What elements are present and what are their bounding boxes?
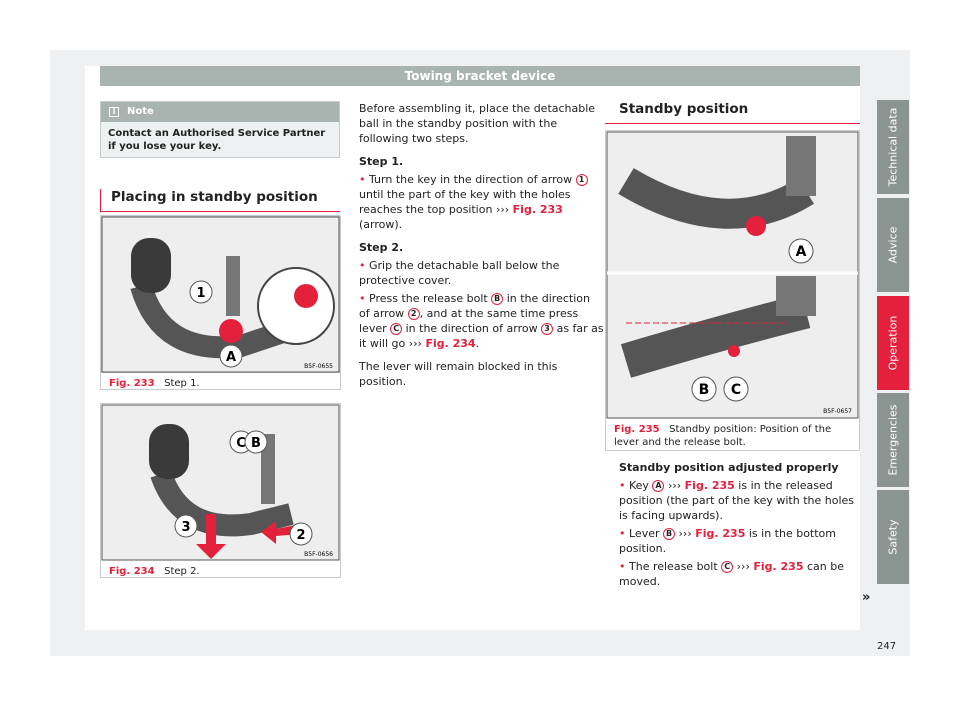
fig235-link[interactable]: Fig. 235 xyxy=(753,560,804,573)
fig233-link[interactable]: Fig. 233 xyxy=(512,203,563,216)
closing-text: The lever will remain blocked in this po… xyxy=(359,360,558,388)
continue-marker: » xyxy=(862,590,871,605)
figure-233: 1 A B5F-0655 Fig. 233 Step 1. xyxy=(100,215,341,390)
intro-text: Before assembling it, place the detachab… xyxy=(359,102,596,145)
figure-label: 1 xyxy=(196,286,205,301)
fig234-link[interactable]: Fig. 234 xyxy=(425,337,476,350)
figure-label: C xyxy=(236,436,246,451)
figure-code: B5F-0657 xyxy=(823,408,852,415)
tab-operation[interactable]: Operation xyxy=(877,296,909,390)
info-icon: i xyxy=(109,107,119,117)
figure-caption: Fig. 233 Step 1. xyxy=(109,378,200,389)
tab-technical-data[interactable]: Technical data xyxy=(877,100,909,194)
note-title: Note xyxy=(127,106,154,117)
instructions-text: Before assembling it, place the detachab… xyxy=(359,102,604,388)
figure-235-image: A B C B5F-0657 xyxy=(606,131,859,419)
section-title-standby: Standby position xyxy=(605,101,860,124)
note-text: Contact an Authorised Service Partner if… xyxy=(108,128,326,152)
figure-235: A B C B5F-0657 Fig. 235 Standby position… xyxy=(605,130,860,451)
step2-heading: Step 2. xyxy=(359,241,404,254)
page-header: Towing bracket device xyxy=(100,66,860,86)
fig235-link[interactable]: Fig. 235 xyxy=(684,479,735,492)
page-number: 247 xyxy=(877,641,897,652)
section-title-placing: Placing in standby position xyxy=(100,189,340,212)
figure-label: 2 xyxy=(296,528,305,543)
figure-label: B xyxy=(699,382,710,398)
note-header: i Note xyxy=(101,102,339,122)
figure-code: B5F-0655 xyxy=(304,363,333,370)
tab-emergencies[interactable]: Emergencies xyxy=(877,393,909,487)
fig235-link[interactable]: Fig. 235 xyxy=(695,527,746,540)
figure-label: A xyxy=(226,350,236,365)
note-box: i Note Contact an Authorised Service Part… xyxy=(100,101,340,158)
figure-label: A xyxy=(796,244,807,260)
figure-234: C B 3 2 B5F-0656 Fig. 234 Step 2. xyxy=(100,403,341,578)
figure-code: B5F-0656 xyxy=(304,551,333,558)
tab-safety[interactable]: Safety xyxy=(877,490,909,584)
standby-check-text: Standby position adjusted properly • Key… xyxy=(619,461,855,588)
figure-caption: Fig. 235 Standby position: Position of t… xyxy=(614,424,832,448)
subtitle: Standby position adjusted properly xyxy=(619,461,839,474)
figure-234-image: C B 3 2 B5F-0656 xyxy=(101,404,340,561)
figure-caption: Fig. 234 Step 2. xyxy=(109,566,200,577)
figure-233-image: 1 A B5F-0655 xyxy=(101,216,340,373)
step1-heading: Step 1. xyxy=(359,155,404,168)
figure-label: C xyxy=(731,382,741,398)
figure-label: B xyxy=(251,436,261,451)
tab-advice[interactable]: Advice xyxy=(877,198,909,292)
figure-label: 3 xyxy=(181,520,190,535)
